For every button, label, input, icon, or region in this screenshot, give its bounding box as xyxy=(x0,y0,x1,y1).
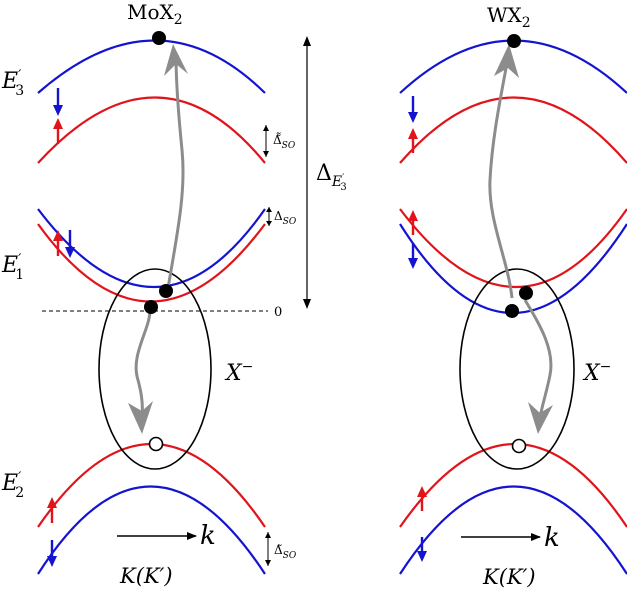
label-valley-left: K(K′) xyxy=(119,564,173,588)
e3-red-band xyxy=(399,96,627,164)
label-valley-right: K(K′) xyxy=(482,565,536,589)
splitting-marker-tilde-tilde xyxy=(263,125,269,157)
spin-down-arrow xyxy=(65,230,75,258)
electron xyxy=(159,284,173,298)
label-tilde-tilde-delta-so: Δ̃̃SO xyxy=(273,132,296,151)
spin-down-arrow xyxy=(417,537,427,562)
e3-blue-band xyxy=(37,39,266,94)
trion-ellipse xyxy=(459,268,575,470)
splitting-marker-so xyxy=(266,207,272,226)
spin-down-arrow xyxy=(408,243,418,269)
electron xyxy=(519,286,533,300)
electron xyxy=(505,304,519,318)
transition-arrow-up-head xyxy=(164,44,188,76)
panel-title-mox2: MoX2 xyxy=(127,0,183,28)
spin-down-arrow xyxy=(408,96,418,123)
transition-arrow-down-head xyxy=(128,401,153,434)
label-e2: E′2 xyxy=(1,470,24,501)
e1-red-band xyxy=(37,223,266,303)
label-delta-so: ΔSO xyxy=(274,209,297,227)
trion-ellipse xyxy=(98,268,212,470)
spin-up-arrow xyxy=(417,486,427,511)
spin-down-arrow xyxy=(53,88,63,116)
transition-arrow-down xyxy=(523,299,553,419)
panel-mox2: MoX2 E′3 E′1 E′2 Δ̃̃SO ΔSO Δ̃SO 0 X− k K… xyxy=(1,0,297,588)
label-e3: E′3 xyxy=(1,68,24,99)
electron-top xyxy=(507,34,521,48)
transition-arrow-up xyxy=(488,57,514,299)
transition-arrow-down-head xyxy=(528,402,553,434)
spin-up-arrow xyxy=(47,497,57,523)
panel-wx2: WX2 X− k K(K′) xyxy=(399,3,627,589)
spin-up-arrow xyxy=(53,230,63,256)
spin-up-arrow xyxy=(408,210,418,235)
spin-up-arrow xyxy=(53,118,63,144)
label-delta-e3: ΔE′3 xyxy=(316,161,347,193)
e1-red-band xyxy=(399,208,627,288)
label-k-left: k xyxy=(200,521,216,551)
delta-e3-arrow xyxy=(303,36,311,309)
electron xyxy=(144,300,158,314)
e2-blue-band xyxy=(399,485,627,575)
e2-blue-band xyxy=(37,485,266,575)
spin-down-arrow xyxy=(47,540,57,567)
e3-red-band xyxy=(37,96,266,164)
transition-arrow-down xyxy=(134,309,152,419)
splitting-marker-tilde xyxy=(265,532,271,566)
hole xyxy=(511,438,527,454)
hole xyxy=(148,436,164,452)
label-tilde-delta-so: Δ̃SO xyxy=(274,543,297,561)
electron-top xyxy=(152,31,166,45)
label-trion-left: X− xyxy=(224,359,253,386)
spin-up-arrow xyxy=(408,128,418,153)
transition-arrow-up-head xyxy=(494,44,519,78)
panel-title-wx2: WX2 xyxy=(487,3,531,31)
transition-arrow-up xyxy=(166,54,185,289)
label-e1: E′1 xyxy=(1,252,24,283)
label-k-right: k xyxy=(544,523,560,553)
label-trion-right: X− xyxy=(582,359,611,386)
label-zero: 0 xyxy=(274,305,282,320)
